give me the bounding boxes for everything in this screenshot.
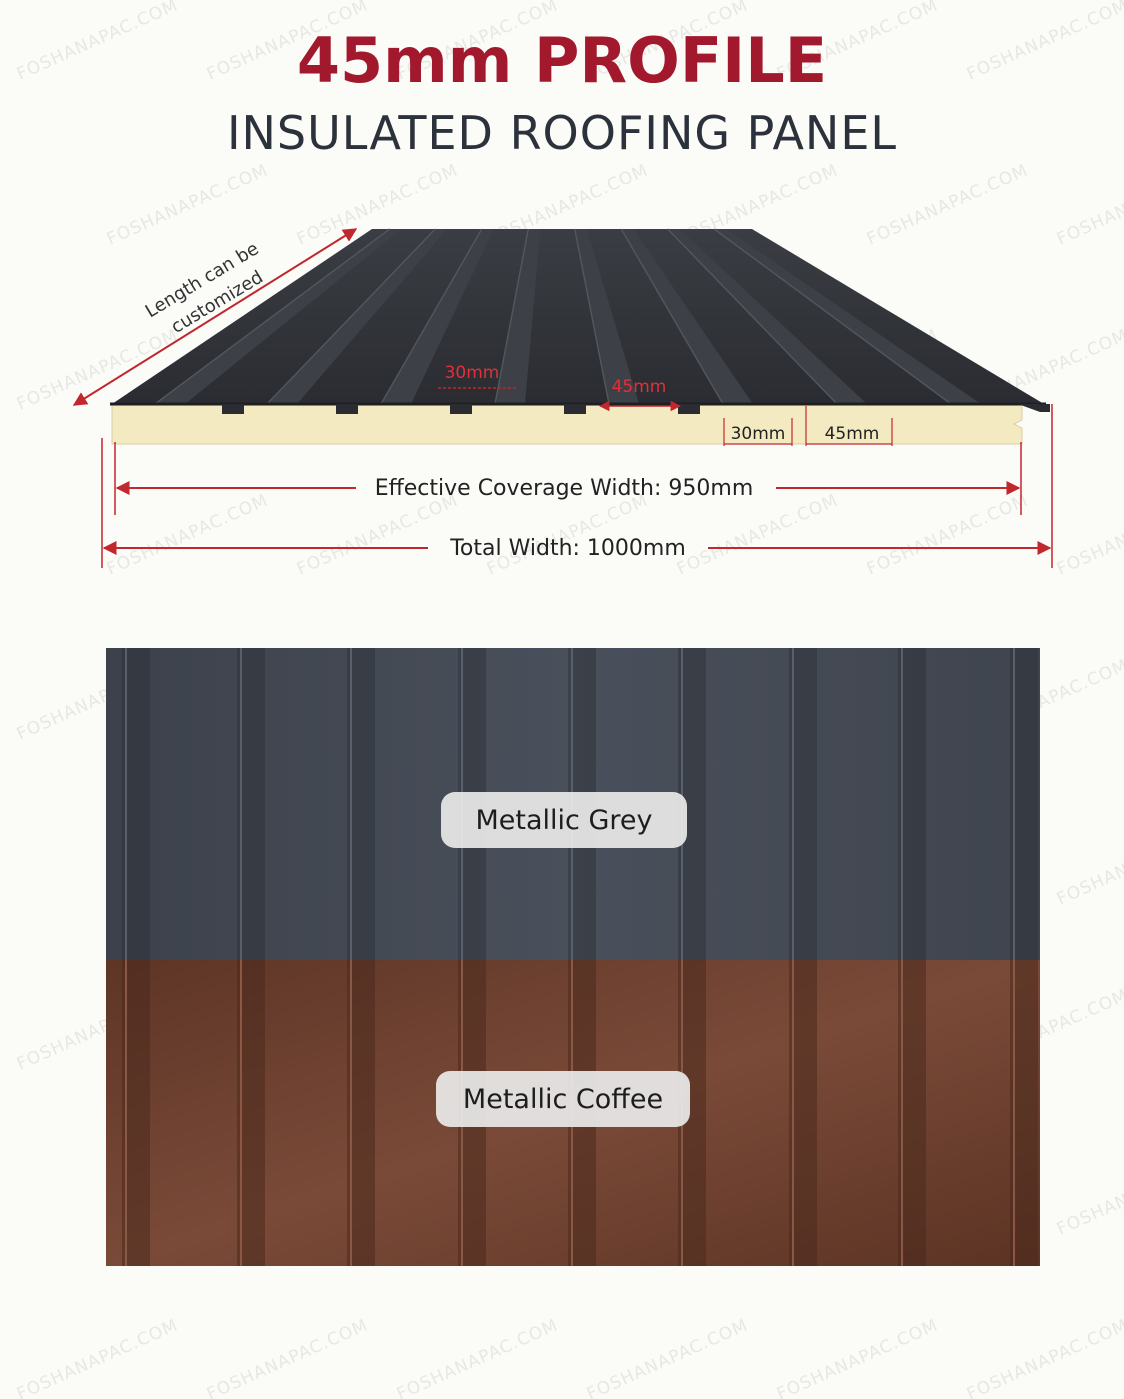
watermark-text: FOSHANAPAC.COM bbox=[394, 985, 561, 1074]
rib-highlight bbox=[620, 228, 724, 405]
rib-notch bbox=[450, 404, 472, 414]
rib-notch bbox=[336, 404, 358, 414]
watermark-text: FOSHANAPAC.COM bbox=[294, 1150, 461, 1239]
watermark-text: FOSHANAPAC.COM bbox=[104, 820, 271, 909]
rib-highlight bbox=[380, 228, 483, 405]
watermark-text: FOSHANAPAC.COM bbox=[774, 985, 941, 1074]
watermark-text: FOSHANAPAC.COM bbox=[584, 1315, 751, 1399]
watermark-text: FOSHANAPAC.COM bbox=[964, 1315, 1124, 1399]
watermark-text: FOSHANAPAC.COM bbox=[864, 820, 1031, 909]
watermark-text: FOSHANAPAC.COM bbox=[104, 1150, 271, 1239]
rib-shape bbox=[381, 229, 494, 404]
pitch-dim-bottom: 45mm bbox=[825, 424, 880, 444]
rib-shape bbox=[621, 229, 753, 404]
rib-highlight bbox=[574, 228, 610, 405]
watermark-text: FOSHANAPAC.COM bbox=[774, 655, 941, 744]
watermark-text: FOSHANAPAC.COM bbox=[964, 655, 1124, 744]
sample-label-coffee: Metallic Coffee bbox=[436, 1071, 690, 1127]
sample-label-grey: Metallic Grey bbox=[441, 792, 687, 848]
rib-dim-box bbox=[723, 418, 793, 446]
watermark-text: FOSHANAPAC.COM bbox=[204, 1315, 371, 1399]
pitch-dim-top: 45mm bbox=[612, 377, 667, 397]
rib-notch bbox=[564, 404, 586, 414]
watermark-text: FOSHANAPAC.COM bbox=[774, 1315, 941, 1399]
pitch-dim-box bbox=[805, 406, 893, 446]
rib-shape bbox=[495, 229, 541, 404]
watermark-text: FOSHANAPAC.COM bbox=[864, 1150, 1031, 1239]
watermark-text: FOSHANAPAC.COM bbox=[1054, 820, 1124, 909]
watermark-text: FOSHANAPAC.COM bbox=[584, 985, 751, 1074]
rib-highlight bbox=[667, 228, 838, 405]
watermark-text: FOSHANAPAC.COM bbox=[14, 655, 181, 744]
total-width-label: Total Width: 1000mm bbox=[449, 536, 686, 561]
length-arrow bbox=[72, 228, 358, 406]
watermark-text: FOSHANAPAC.COM bbox=[204, 985, 371, 1074]
rib-shape bbox=[714, 229, 981, 404]
rib-shape bbox=[667, 229, 867, 404]
rib-highlight bbox=[494, 228, 530, 405]
watermark-text: FOSHANAPAC.COM bbox=[964, 985, 1124, 1074]
rib-dim-top: 30mm bbox=[445, 363, 500, 383]
page-subtitle: INSULATED ROOFING PANEL bbox=[226, 106, 898, 160]
watermark-text: FOSHANAPAC.COM bbox=[394, 655, 561, 744]
rib-notches bbox=[222, 404, 700, 414]
rib-notch bbox=[678, 404, 700, 414]
rib-dim-bottom: 30mm bbox=[731, 424, 786, 444]
rib-notch bbox=[222, 404, 244, 414]
panel-profile-diagram: Length can be customized 30mm 45mm 30mm … bbox=[72, 228, 1053, 568]
watermark-text: FOSHANAPAC.COM bbox=[674, 1150, 841, 1239]
watermark-text: FOSHANAPAC.COM bbox=[584, 655, 751, 744]
watermark-text: FOSHANAPAC.COM bbox=[674, 820, 841, 909]
watermark-text: FOSHANAPAC.COM bbox=[484, 1150, 651, 1239]
effective-width-label: Effective Coverage Width: 950mm bbox=[375, 476, 754, 501]
watermark-text: FOSHANAPAC.COM bbox=[394, 1315, 561, 1399]
watermark-text: FOSHANAPAC.COM bbox=[14, 1315, 181, 1399]
page-title: 45mm PROFILE bbox=[296, 24, 828, 97]
watermark-text: FOSHANAPAC.COM bbox=[1054, 1150, 1124, 1239]
watermark-text: FOSHANAPAC.COM bbox=[294, 820, 461, 909]
rib-shape bbox=[574, 229, 639, 404]
watermark-text: FOSHANAPAC.COM bbox=[204, 655, 371, 744]
rib-highlight bbox=[713, 228, 952, 405]
watermark-text: FOSHANAPAC.COM bbox=[14, 985, 181, 1074]
